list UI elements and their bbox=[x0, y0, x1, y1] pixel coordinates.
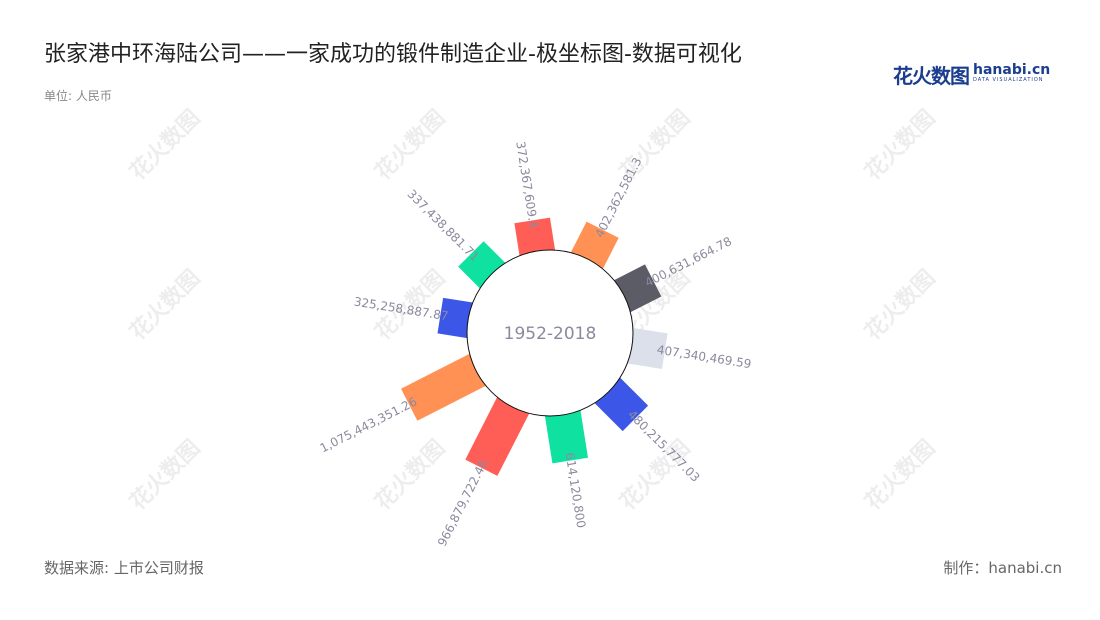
data-label: 966,879,722.46 bbox=[435, 457, 491, 548]
watermark: 花火数图 bbox=[860, 105, 941, 186]
unit-label: 单位: 人民币 bbox=[44, 89, 112, 103]
watermark: 花火数图 bbox=[860, 265, 941, 346]
logo-cn: 花火数图 bbox=[893, 64, 970, 88]
data-label: 337,438,881.71 bbox=[405, 187, 482, 264]
bar-group bbox=[627, 327, 668, 369]
watermark: 花火数图 bbox=[125, 435, 206, 516]
bar-group bbox=[465, 396, 530, 476]
data-label: 1,075,443,351.26 bbox=[318, 394, 420, 455]
bar-group bbox=[514, 217, 556, 256]
bar-group bbox=[437, 297, 473, 339]
bar bbox=[627, 327, 668, 369]
bar bbox=[401, 353, 487, 421]
data-label: 407,340,469.59 bbox=[656, 343, 752, 372]
watermark: 花火数图 bbox=[125, 105, 206, 186]
bar-group bbox=[401, 353, 487, 421]
bar bbox=[458, 241, 506, 289]
watermark: 花火数图 bbox=[125, 265, 206, 346]
chart-title: 张家港中环海陆公司——一家成功的锻件制造企业-极坐标图-数据可视化 bbox=[44, 42, 742, 67]
inner-circle bbox=[466, 249, 634, 417]
data-source: 数据来源: 上市公司财报 bbox=[44, 559, 204, 577]
center-label: 1952-2018 bbox=[504, 324, 597, 344]
bar-group bbox=[544, 410, 588, 464]
logo-sub: DATA VISUALIZATION bbox=[973, 76, 1044, 83]
logo-en: hanabi.cn bbox=[973, 61, 1051, 78]
logo: 花火数图 hanabi.cn DATA VISUALIZATION bbox=[893, 60, 1050, 89]
bar bbox=[514, 217, 556, 256]
data-label: 614,120,800 bbox=[563, 451, 589, 529]
logo-en-group: hanabi.cn DATA VISUALIZATION bbox=[973, 61, 1051, 85]
data-label: 372,367,609.4 bbox=[513, 140, 541, 229]
bar bbox=[544, 410, 588, 464]
bar-group bbox=[458, 241, 506, 289]
maker-credit: 制作：hanabi.cn bbox=[943, 559, 1062, 577]
watermark: 花火数图 bbox=[370, 435, 451, 516]
watermark: 花火数图 bbox=[370, 105, 451, 186]
watermark: 花火数图 bbox=[860, 435, 941, 516]
bar bbox=[437, 297, 473, 339]
bar bbox=[465, 396, 530, 476]
